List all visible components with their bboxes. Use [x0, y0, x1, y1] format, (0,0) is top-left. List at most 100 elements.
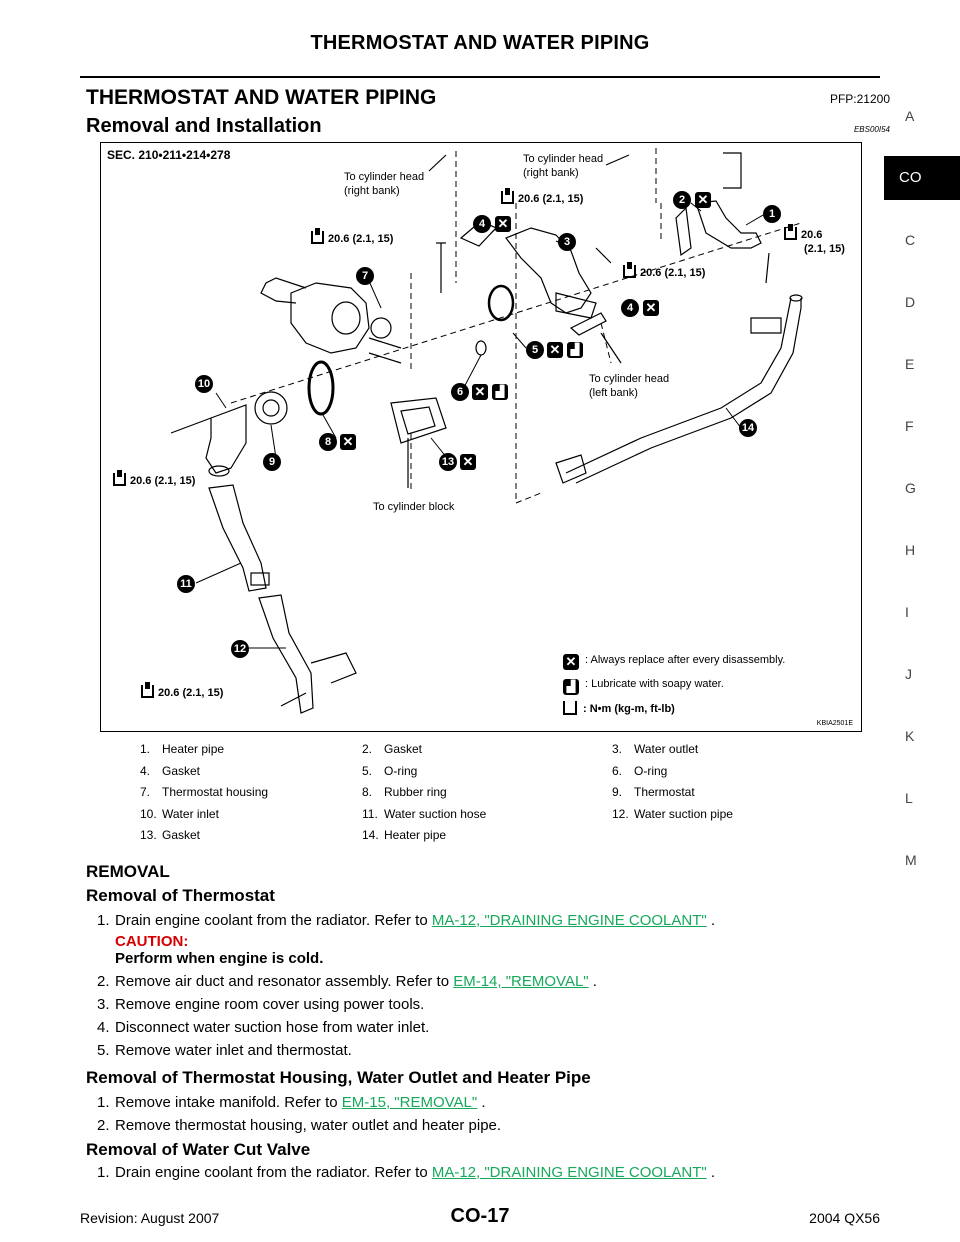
footer-page-number: CO-17 — [450, 1205, 510, 1227]
callout-1: 1 — [763, 205, 781, 223]
torque-icon — [113, 470, 126, 486]
torque-icon — [623, 262, 636, 278]
tab-l[interactable]: L — [905, 790, 913, 806]
step-2: 2.Remove thermostat housing, water outle… — [97, 1117, 502, 1134]
step-1: 1.Drain engine coolant from the radiator… — [97, 1164, 716, 1181]
running-header: THERMOSTAT AND WATER PIPING — [310, 32, 650, 54]
torque-spec: 20.6 (2.1, 15) — [501, 188, 583, 206]
callout-7: 7 — [356, 267, 374, 285]
tab-j[interactable]: J — [905, 666, 912, 682]
tab-f[interactable]: F — [905, 418, 914, 434]
pfp-code: PFP:21200 — [829, 92, 890, 106]
tab-k[interactable]: K — [905, 728, 915, 744]
step-4: 4.Disconnect water suction hose from wat… — [97, 1019, 430, 1036]
callout-4: 4 — [621, 299, 639, 317]
part-item: 14.Heater pipe — [362, 828, 447, 842]
legend-replace: ✕: Always replace after every disassembl… — [563, 653, 785, 670]
header-rule — [80, 76, 880, 78]
housing-removal-heading: Removal of Thermostat Housing, Water Out… — [86, 1068, 591, 1087]
torque-spec: 20.6 (2.1, 15) — [311, 228, 393, 246]
lubricate-icon: ▟ — [567, 342, 583, 358]
exploded-diagram: SEC. 210•211•214•278 To cylinder head (r… — [100, 142, 862, 732]
parts-row: 1.Heater pipe 2.Gasket 3.Water outlet — [140, 742, 860, 764]
section-title: THERMOSTAT AND WATER PIPING — [86, 86, 437, 109]
part-item: 13.Gasket — [140, 828, 201, 842]
torque-icon — [563, 701, 577, 715]
callout-14: 14 — [739, 419, 757, 437]
callout-3: 3 — [558, 233, 576, 251]
lubricate-icon: ▟ — [492, 384, 508, 400]
part-item: 5.O-ring — [362, 763, 418, 778]
cutvalve-removal-heading: Removal of Water Cut Valve — [86, 1140, 311, 1159]
torque-spec-cont: (2.1, 15) — [804, 243, 845, 255]
part-item: 1.Heater pipe — [140, 742, 225, 756]
callout-8: 8 — [319, 433, 337, 451]
replace-icon: ✕ — [340, 434, 356, 450]
tab-m[interactable]: M — [905, 852, 917, 868]
torque-spec: 20.6 (2.1, 15) — [141, 682, 223, 700]
caution-text: Perform when engine is cold. — [115, 950, 324, 967]
step-2: 2.Remove air duct and resonator assembly… — [97, 973, 597, 990]
torque-icon — [784, 224, 797, 240]
torque-icon — [501, 188, 514, 204]
step-1: 1.Drain engine coolant from the radiator… — [97, 912, 716, 929]
torque-spec: 20.6 (2.1, 15) — [623, 262, 705, 280]
legend-lubricate: ▟: Lubricate with soapy water. — [563, 677, 724, 695]
replace-icon: ✕ — [472, 384, 488, 400]
replace-icon: ✕ — [643, 300, 659, 316]
parts-row: 10.Water inlet 11.Water suction hose 12.… — [140, 807, 860, 829]
ma-12-link[interactable]: MA-12, "DRAINING ENGINE COOLANT" — [431, 1164, 707, 1181]
removal-heading: REMOVAL — [86, 862, 170, 881]
em-14-link[interactable]: EM-14, "REMOVAL" — [453, 973, 589, 990]
footer-model: 2004 QX56 — [809, 1210, 880, 1226]
parts-row: 13.Gasket 14.Heater pipe — [140, 828, 860, 850]
part-item: 4.Gasket — [140, 763, 201, 778]
tab-co[interactable]: CO — [884, 156, 960, 200]
thermostat-removal-heading: Removal of Thermostat — [86, 886, 275, 905]
tab-i[interactable]: I — [905, 604, 909, 620]
replace-icon: ✕ — [460, 454, 476, 470]
em-15-link[interactable]: EM-15, "REMOVAL" — [341, 1094, 478, 1111]
replace-icon: ✕ — [495, 216, 511, 232]
part-item: 7.Thermostat housing — [140, 785, 269, 799]
parts-row: 4.Gasket 5.O-ring 6.O-ring — [140, 764, 860, 786]
label-to-cyl-head-right-2: To cylinder head — [523, 153, 604, 165]
torque-spec: 20.6 (2.1, 15) — [113, 470, 195, 488]
replace-icon: ✕ — [547, 342, 563, 358]
step-3: 3.Remove engine room cover using power t… — [97, 996, 425, 1013]
section-subtitle: Removal and Installation — [86, 115, 322, 137]
label-left-bank: (left bank) — [589, 387, 638, 399]
footer-revision: Revision: August 2007 — [80, 1210, 220, 1226]
label-right-bank: (right bank) — [344, 185, 400, 197]
parts-list: 1.Heater pipe 2.Gasket 3.Water outlet 4.… — [140, 742, 860, 850]
callout-11: 11 — [177, 575, 195, 593]
tab-e[interactable]: E — [905, 356, 915, 372]
callout-4: 4 — [473, 215, 491, 233]
diagram-drawing — [170, 148, 803, 714]
ma-12-link[interactable]: MA-12, "DRAINING ENGINE COOLANT" — [431, 912, 707, 929]
sec-label: SEC. 210•211•214•278 — [107, 148, 231, 162]
part-item: 9.Thermostat — [612, 785, 695, 799]
lubricate-icon: ▟ — [563, 679, 579, 695]
tab-a[interactable]: A — [905, 108, 915, 124]
callout-10: 10 — [195, 375, 213, 393]
tab-h[interactable]: H — [905, 542, 916, 558]
step-5: 5.Remove water inlet and thermostat. — [97, 1042, 352, 1059]
torque-icon — [311, 228, 324, 244]
label-right-bank-2: (right bank) — [523, 167, 579, 179]
callout-9: 9 — [263, 453, 281, 471]
replace-icon: ✕ — [695, 192, 711, 208]
tab-g[interactable]: G — [905, 480, 916, 496]
part-item: 10.Water inlet — [140, 806, 219, 821]
label-to-cyl-block: To cylinder block — [373, 501, 455, 513]
callout-5: 5 — [526, 341, 544, 359]
step-1: 1.Remove intake manifold. Refer to EM-15… — [97, 1094, 486, 1111]
tab-d[interactable]: D — [905, 294, 916, 310]
part-item: 3.Water outlet — [612, 742, 699, 756]
part-item: 6.O-ring — [612, 763, 668, 778]
part-item: 8.Rubber ring — [362, 785, 447, 799]
tab-c[interactable]: C — [905, 232, 916, 248]
callout-2: 2 — [673, 191, 691, 209]
legend-torque: : N•m (kg-m, ft-lb) — [563, 701, 675, 716]
torque-icon — [141, 682, 154, 698]
